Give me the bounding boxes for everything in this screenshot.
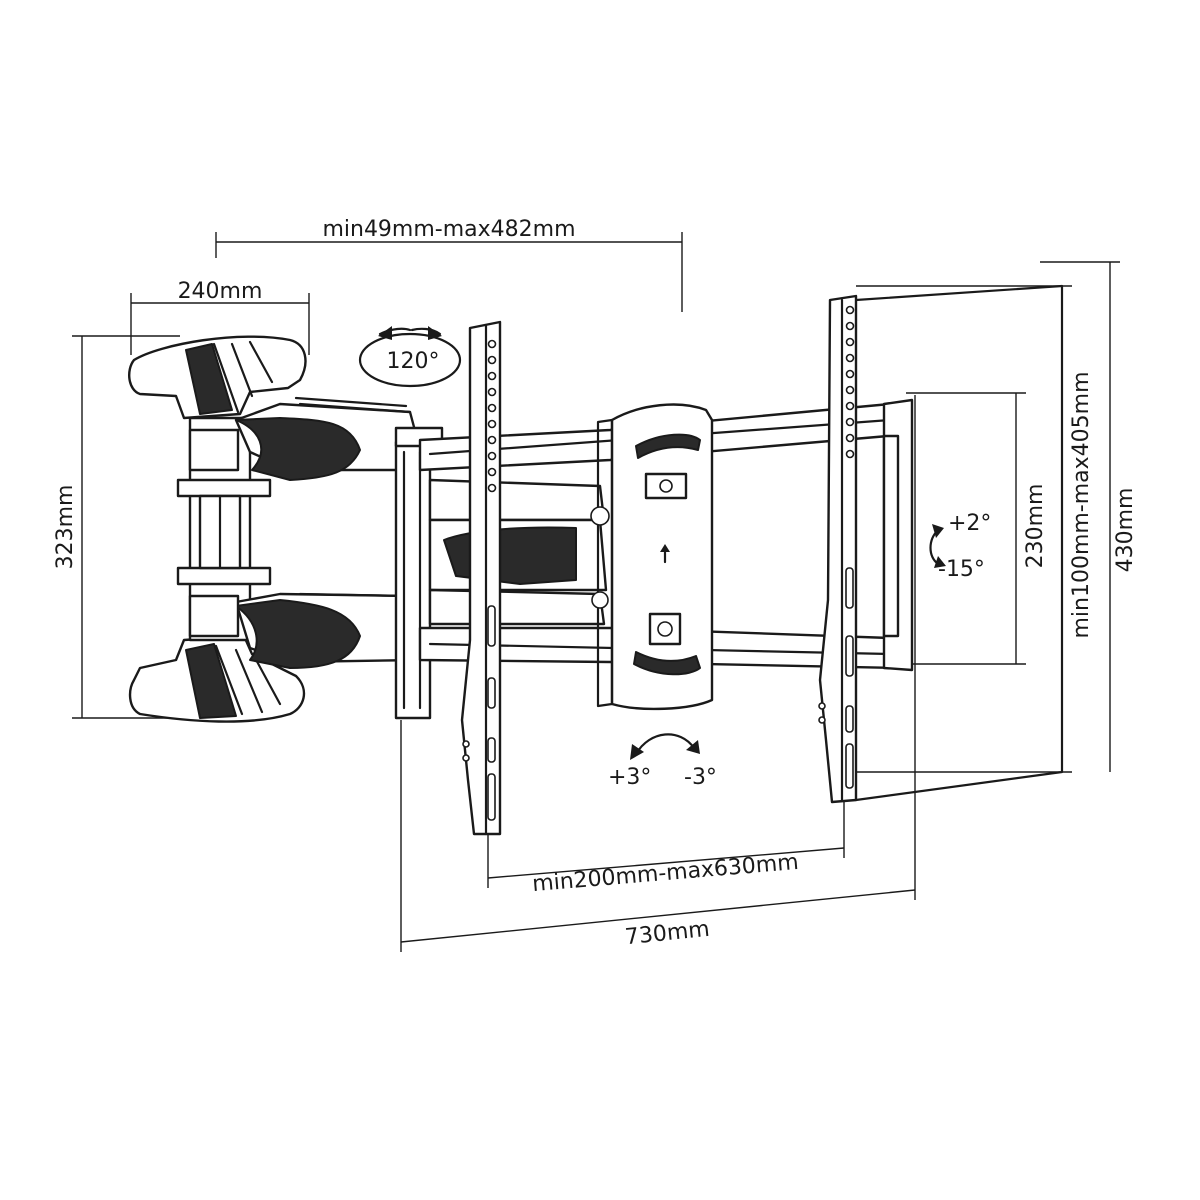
- overall-height-label: 430mm: [1113, 488, 1138, 573]
- swivel-indicator: [358, 326, 462, 388]
- roll-indicator: [630, 733, 700, 760]
- left-bracket-holes: [462, 339, 497, 821]
- left-vesa-bracket: [460, 320, 502, 836]
- arm-hinge-column: [394, 426, 444, 720]
- arm-extension-label: min49mm-max482mm: [322, 217, 575, 242]
- roll-plus-label: +3°: [608, 765, 651, 790]
- rail-spacing-label: 230mm: [1023, 484, 1048, 569]
- vesa-horizontal-label: min200mm-max630mm: [531, 850, 799, 897]
- tilt-up-label: +2°: [948, 511, 991, 536]
- tv-outline: [854, 284, 1064, 802]
- roll-minus-label: -3°: [684, 765, 717, 790]
- rail-end-bracket: [882, 398, 914, 672]
- tilt-down-label: -15°: [938, 557, 985, 582]
- swivel-angle-label: 120°: [387, 349, 440, 374]
- wall-plate-width-label: 240mm: [178, 279, 263, 304]
- middle-arm: [428, 478, 608, 626]
- upper-arm: [188, 396, 422, 481]
- right-bracket-holes: [818, 305, 855, 789]
- overall-width-label: 730mm: [624, 917, 711, 950]
- tilt-indicator: [929, 524, 946, 568]
- center-mount-plate: [590, 403, 714, 711]
- wall-plate-height-label: 323mm: [53, 485, 78, 570]
- vesa-vertical-label: min100mm-max405mm: [1069, 371, 1094, 638]
- right-vesa-bracket: [818, 294, 858, 804]
